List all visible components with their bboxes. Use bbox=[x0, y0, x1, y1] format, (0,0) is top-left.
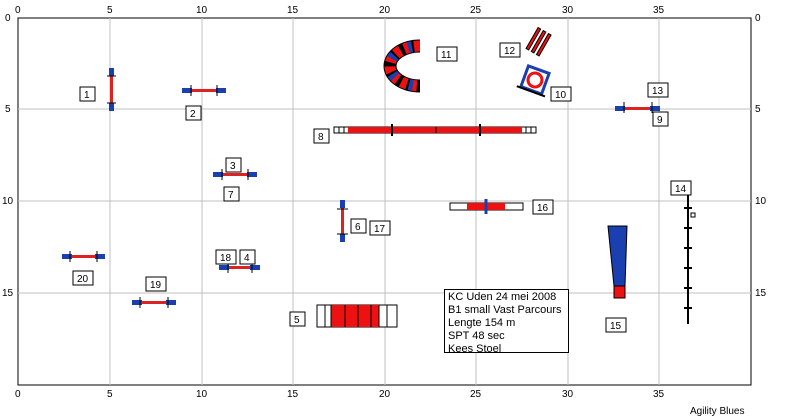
chute-15 bbox=[607, 225, 628, 299]
svg-text:4: 4 bbox=[244, 253, 250, 264]
jump-9 bbox=[615, 102, 660, 113]
x-tick-top: 15 bbox=[287, 5, 299, 16]
number-box-13: 13 bbox=[647, 82, 669, 98]
svg-text:3: 3 bbox=[230, 161, 236, 172]
x-tick-top: 0 bbox=[15, 5, 21, 16]
dogwalk-8 bbox=[333, 124, 537, 136]
x-tick-bottom: 20 bbox=[379, 389, 391, 400]
svg-text:14: 14 bbox=[675, 184, 687, 195]
svg-text:6: 6 bbox=[355, 222, 361, 233]
number-box-18: 18 bbox=[215, 249, 237, 265]
y-tick-left: 15 bbox=[2, 288, 14, 299]
number-box-12: 12 bbox=[499, 42, 521, 58]
svg-text:15: 15 bbox=[610, 321, 622, 332]
x-tick-top: 10 bbox=[196, 5, 208, 16]
svg-text:11: 11 bbox=[441, 50, 452, 61]
x-tick-bottom: 0 bbox=[15, 389, 21, 400]
svg-text:5: 5 bbox=[294, 315, 300, 326]
svg-text:10: 10 bbox=[555, 90, 567, 101]
jump-3 bbox=[213, 169, 257, 180]
y-tick-right: 0 bbox=[755, 13, 761, 24]
number-box-5: 5 bbox=[289, 311, 306, 327]
svg-text:1: 1 bbox=[84, 90, 90, 101]
tyre-10 bbox=[516, 63, 552, 98]
y-tick-right: 5 bbox=[755, 104, 761, 115]
y-tick-left: 10 bbox=[2, 196, 14, 207]
y-tick-right: 15 bbox=[755, 288, 767, 299]
jump-20 bbox=[62, 251, 105, 262]
number-box-11: 11 bbox=[436, 46, 458, 62]
info-class: B1 small Vast Parcours bbox=[448, 304, 562, 316]
tunnel-11 bbox=[383, 39, 421, 93]
number-box-14: 14 bbox=[670, 180, 692, 196]
grid bbox=[18, 18, 751, 385]
svg-text:13: 13 bbox=[652, 86, 664, 97]
jump-2 bbox=[182, 85, 226, 96]
svg-text:18: 18 bbox=[220, 253, 232, 264]
x-tick-bottom: 15 bbox=[287, 389, 299, 400]
x-tick-bottom: 5 bbox=[107, 389, 113, 400]
x-tick-bottom: 35 bbox=[653, 389, 665, 400]
info-event: KC Uden 24 mei 2008 bbox=[448, 291, 557, 303]
seesaw-16 bbox=[449, 199, 524, 214]
jump-1 bbox=[107, 68, 116, 111]
number-box-7: 7 bbox=[223, 186, 240, 202]
svg-text:16: 16 bbox=[537, 203, 549, 214]
number-box-15: 15 bbox=[605, 317, 627, 333]
x-tick-bottom: 30 bbox=[562, 389, 574, 400]
y-tick-right: 10 bbox=[755, 196, 767, 207]
weave-12 bbox=[525, 26, 552, 57]
svg-text:12: 12 bbox=[504, 46, 516, 57]
jump-19 bbox=[132, 297, 176, 308]
svg-text:20: 20 bbox=[77, 274, 89, 285]
number-box-17: 17 bbox=[369, 220, 391, 236]
number-box-4: 4 bbox=[239, 249, 256, 265]
number-box-1: 1 bbox=[79, 86, 96, 102]
course-info-box: KC Uden 24 mei 2008 B1 small Vast Parcou… bbox=[444, 289, 569, 355]
element-14 bbox=[684, 192, 696, 324]
number-box-20: 20 bbox=[72, 270, 94, 286]
x-tick-top: 35 bbox=[653, 5, 665, 16]
x-tick-bottom: 10 bbox=[196, 389, 208, 400]
x-tick-top: 5 bbox=[107, 5, 113, 16]
x-tick-bottom: 25 bbox=[470, 389, 482, 400]
tunnel-5 bbox=[316, 304, 398, 328]
number-box-10: 10 bbox=[550, 86, 572, 102]
info-judge: Kees Stoel bbox=[448, 343, 502, 355]
y-tick-left: 5 bbox=[5, 104, 11, 115]
y-tick-left: 0 bbox=[5, 13, 11, 24]
svg-text:17: 17 bbox=[374, 224, 386, 235]
info-spt: SPT 48 sec bbox=[448, 330, 505, 342]
svg-text:9: 9 bbox=[657, 115, 663, 126]
number-box-9: 9 bbox=[652, 111, 669, 127]
svg-text:2: 2 bbox=[190, 109, 196, 120]
number-box-19: 19 bbox=[145, 276, 167, 292]
svg-text:19: 19 bbox=[150, 280, 162, 291]
x-tick-top: 25 bbox=[470, 5, 482, 16]
svg-text:8: 8 bbox=[318, 132, 324, 143]
jump-6 bbox=[337, 200, 348, 242]
number-box-6: 6 bbox=[350, 218, 367, 234]
svg-text:7: 7 bbox=[228, 190, 234, 201]
info-length: Lengte 154 m bbox=[448, 317, 516, 329]
number-box-2: 2 bbox=[185, 105, 202, 121]
x-tick-top: 20 bbox=[379, 5, 391, 16]
number-box-3: 3 bbox=[225, 157, 242, 173]
number-box-16: 16 bbox=[532, 199, 554, 215]
x-tick-top: 30 bbox=[562, 5, 574, 16]
number-box-8: 8 bbox=[313, 128, 330, 144]
credit-label: Agility Blues bbox=[690, 406, 745, 417]
